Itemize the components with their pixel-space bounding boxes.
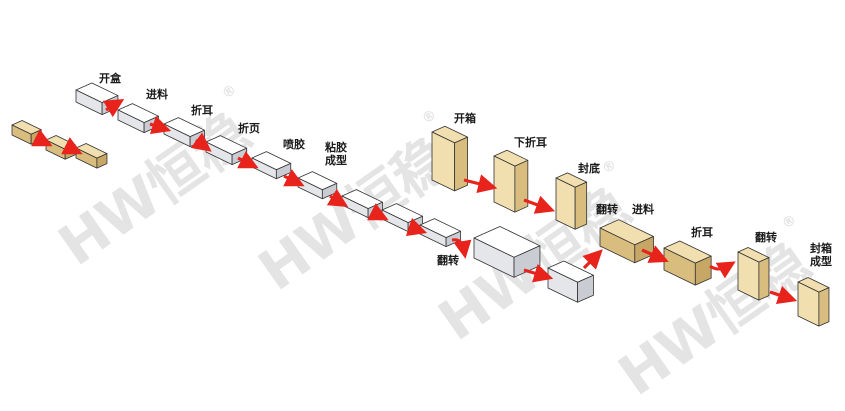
label-flip-3: 翻转 [755,231,777,244]
product-box [75,143,108,169]
label-glue-form: 粘胶成型 [325,141,347,167]
carton-seal-bottom [555,172,588,230]
label-fold-page: 折页 [238,122,260,135]
flow-arrow [641,245,669,263]
flip-arrow [709,261,736,279]
flow-arrow [102,99,125,118]
carton-open [431,125,468,192]
flow-arrow [149,115,172,135]
flow-arrow [523,264,554,283]
carton-sealed [797,277,830,327]
grouped-boxes [473,226,541,278]
flip-arrow [451,238,472,259]
flow-arrow [237,151,259,169]
label-open-box: 开盒 [99,72,121,85]
grouped-boxes-small [547,260,594,303]
carton-flip [737,247,770,301]
carton-lower-fold-ear [493,149,529,213]
flow-arrow [523,195,556,214]
label-flip-1: 翻转 [437,254,459,267]
label-feed-2: 进料 [632,203,654,216]
flow-arrow [769,285,798,305]
box-transfer [381,203,423,233]
flow-arrow [283,169,305,187]
label-fold-ear-1: 折耳 [191,104,213,117]
flow-arrow [31,129,53,147]
label-seal-form: 封箱成型 [810,242,832,268]
flow-arrow [367,203,389,221]
flow-arrow [190,132,212,152]
flow-arrow [61,137,83,155]
flow-arrow [405,217,428,237]
box-before-flip [419,218,461,248]
flow-arrow [582,249,603,270]
flow-arrow [326,188,349,207]
carton-fold-ear [663,240,712,286]
box-glue-form-step [297,171,338,200]
label-seal-bottom: 封底 [578,162,600,175]
label-lower-fold-ear: 下折耳 [514,136,547,149]
box-open-step [75,82,119,115]
label-fold-ear-2: 折耳 [691,226,713,239]
label-flip-2: 翻转 [596,203,618,216]
label-feed-1: 进料 [146,88,168,101]
carton-feed [599,219,654,264]
label-open-case: 开箱 [454,112,476,125]
product-box [11,120,42,145]
label-glue-spray: 喷胶 [283,138,305,151]
box-feed-step [117,103,159,134]
flow-arrow [463,174,498,193]
